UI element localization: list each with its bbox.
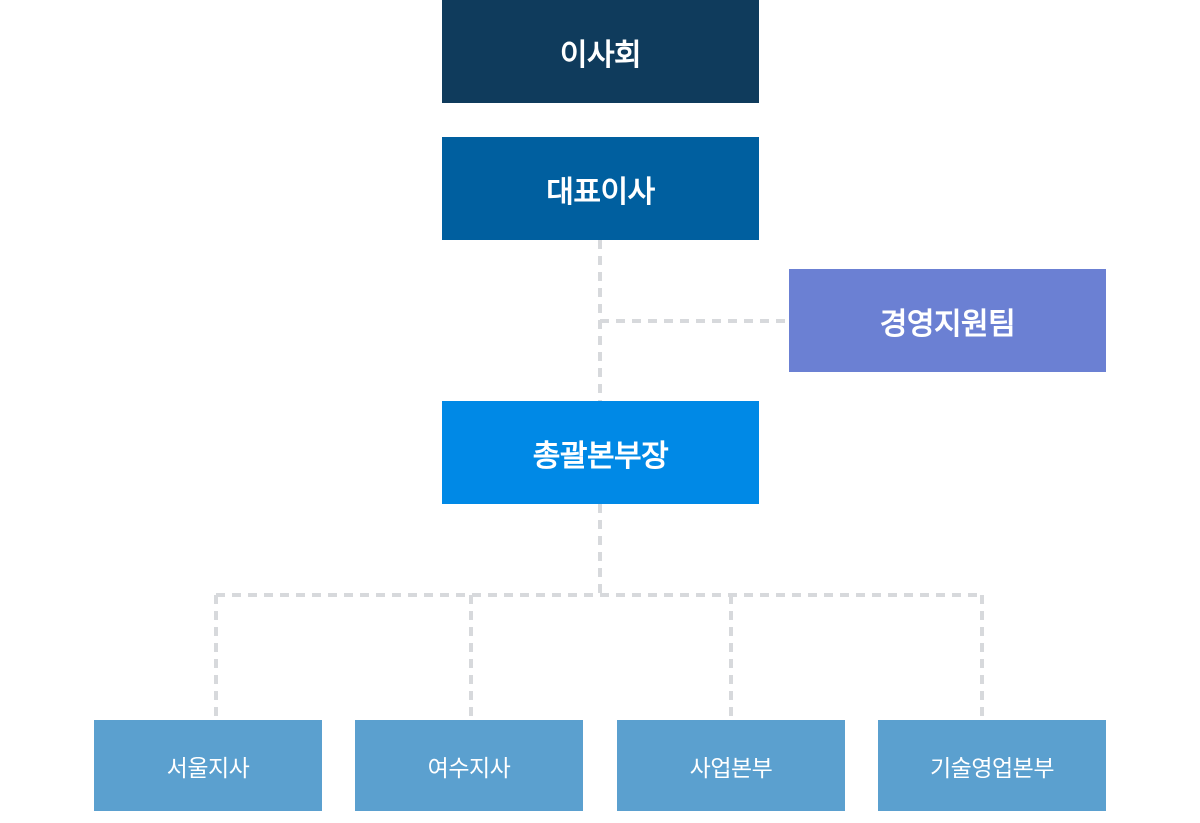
support-team-label: 경영지원팀: [879, 306, 1016, 342]
support-team-node: 경영지원팀: [789, 269, 1106, 372]
ceo-label: 대표이사: [546, 174, 655, 210]
branch-node-yeosu: 여수지사: [355, 720, 583, 811]
branch-label-business: 사업본부: [689, 755, 773, 782]
branch-label-yeosu: 여수지사: [427, 755, 511, 782]
branch-node-seoul: 서울지사: [94, 720, 322, 811]
branch-node-tech-sales: 기술영업본부: [878, 720, 1106, 811]
ceo-node: 대표이사: [442, 137, 759, 240]
branch-node-business: 사업본부: [617, 720, 845, 811]
branch-label-tech-sales: 기술영업본부: [930, 755, 1054, 782]
general-manager-node: 총괄본부장: [442, 401, 759, 504]
board-label: 이사회: [559, 37, 642, 73]
branch-label-seoul: 서울지사: [166, 755, 250, 782]
board-node: 이사회: [442, 0, 759, 103]
general-manager-label: 총괄본부장: [532, 438, 669, 474]
